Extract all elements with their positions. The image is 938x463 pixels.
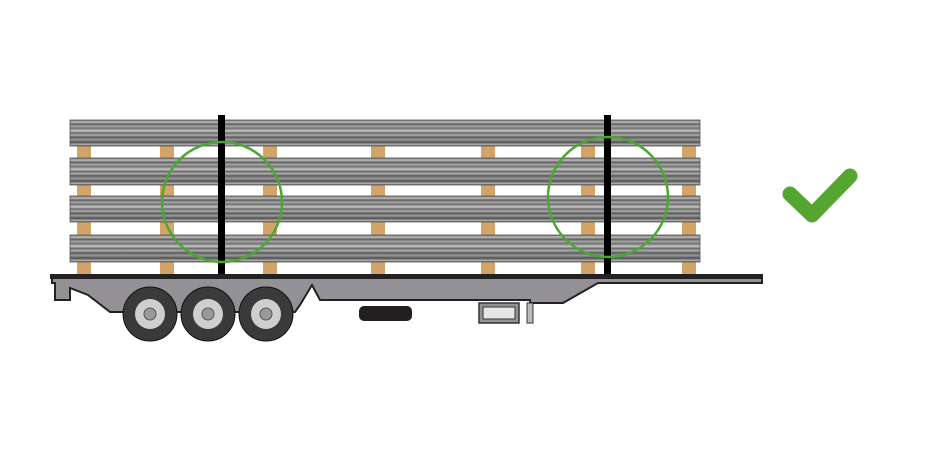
strap-front (218, 115, 225, 277)
checkmark-icon (782, 168, 858, 223)
dunnage-block (263, 262, 277, 275)
wheel (180, 286, 236, 342)
dunnage-block (581, 262, 595, 275)
highlight-circle-front (160, 140, 284, 264)
plank-bundle (69, 157, 701, 186)
dunnage-block (481, 146, 495, 158)
wheel (122, 286, 178, 342)
dunnage-block (481, 222, 495, 235)
dunnage-block (263, 184, 277, 196)
toolbox-door (482, 306, 516, 320)
mud-flap (359, 306, 412, 321)
dunnage-block (682, 262, 696, 275)
dunnage-block (160, 262, 174, 275)
landing-gear (526, 302, 534, 324)
trailer (50, 274, 763, 342)
dunnage-block (682, 222, 696, 235)
dunnage-block (371, 222, 385, 235)
deck-rail (50, 274, 762, 279)
dunnage-block (371, 184, 385, 196)
highlight-circle-rear (546, 135, 670, 259)
plank-bundle (69, 119, 701, 147)
wheel (238, 286, 294, 342)
dunnage-block (481, 184, 495, 196)
wheels (122, 286, 294, 342)
dunnage-block (77, 262, 91, 275)
dunnage-block (682, 184, 696, 196)
dunnage-block (77, 184, 91, 196)
dunnage-block (371, 262, 385, 275)
dunnage-block (371, 146, 385, 158)
dunnage-block (581, 222, 595, 235)
dunnage-block (263, 146, 277, 158)
plank-bundle (69, 195, 701, 223)
dunnage-block (481, 262, 495, 275)
dunnage-block (77, 146, 91, 158)
dunnage-block (581, 146, 595, 158)
strap-rear (604, 115, 611, 277)
dunnage-block (77, 222, 91, 235)
dunnage-block (160, 146, 174, 158)
dunnage-block (682, 146, 696, 158)
dunnage-block (581, 184, 595, 196)
